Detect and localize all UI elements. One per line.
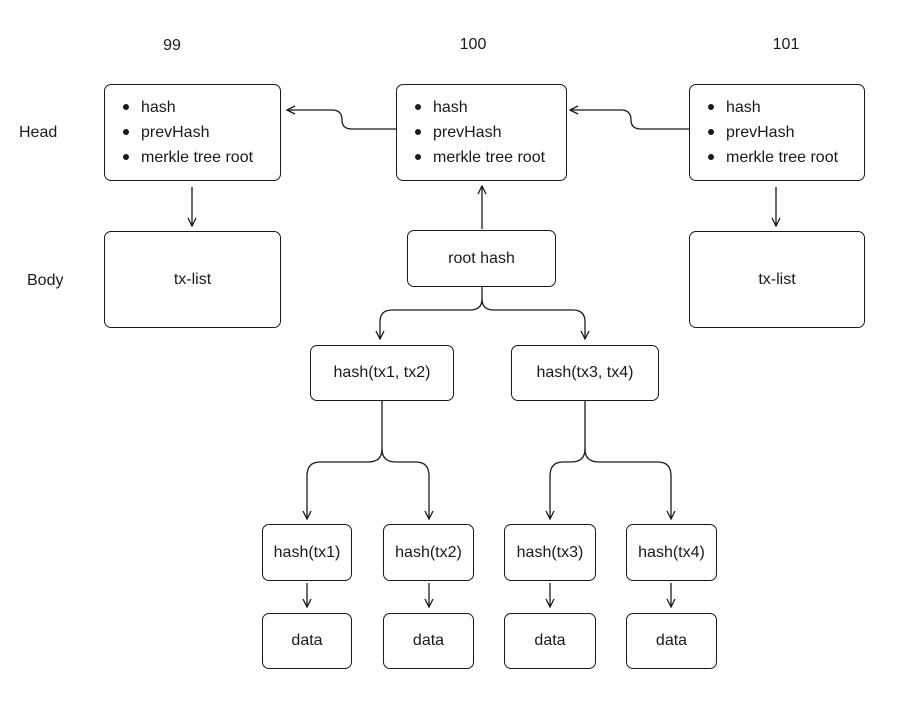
prevhash-link-100-99 bbox=[287, 110, 396, 130]
block-number-101: 101 bbox=[772, 36, 800, 53]
data-box-3: data bbox=[504, 613, 596, 669]
block-99-field-prevhash: prevHash bbox=[119, 120, 280, 145]
block-100-field-merkle-root: merkle tree root bbox=[411, 145, 566, 170]
row-label-body: Body bbox=[27, 272, 64, 289]
data-box-1: data bbox=[262, 613, 352, 669]
block-99-body: tx-list bbox=[104, 231, 281, 328]
root-split-left bbox=[380, 287, 483, 339]
block-number-100: 100 bbox=[459, 36, 487, 53]
block-number-99: 99 bbox=[163, 37, 181, 54]
merkle-leaf-hash-tx2: hash(tx2) bbox=[383, 524, 474, 581]
l1-right-split-right bbox=[584, 448, 671, 519]
block-101-field-merkle-root: merkle tree root bbox=[704, 145, 864, 170]
block-101-field-prevhash: prevHash bbox=[704, 120, 864, 145]
l1-left-split-right bbox=[381, 448, 429, 519]
prevhash-link-101-100 bbox=[570, 110, 689, 130]
block-99-head: hash prevHash merkle tree root bbox=[104, 84, 281, 181]
l1-right-split-left bbox=[550, 401, 586, 519]
merkle-leaf-hash-tx1: hash(tx1) bbox=[262, 524, 352, 581]
merkle-leaf-hash-tx3: hash(tx3) bbox=[504, 524, 596, 581]
root-split-right bbox=[481, 298, 585, 339]
data-box-4: data bbox=[626, 613, 717, 669]
merkle-root-hash: root hash bbox=[407, 230, 556, 287]
block-100-field-prevhash: prevHash bbox=[411, 120, 566, 145]
block-101-body: tx-list bbox=[689, 231, 865, 328]
block-99-field-hash: hash bbox=[119, 95, 280, 120]
data-box-2: data bbox=[383, 613, 474, 669]
block-101-head: hash prevHash merkle tree root bbox=[689, 84, 865, 181]
block-101-field-hash: hash bbox=[704, 95, 864, 120]
row-label-head: Head bbox=[19, 124, 58, 141]
merkle-leaf-hash-tx4: hash(tx4) bbox=[626, 524, 717, 581]
block-100-field-hash: hash bbox=[411, 95, 566, 120]
merkle-hash-tx1-tx2: hash(tx1, tx2) bbox=[310, 345, 454, 401]
block-99-field-merkle-root: merkle tree root bbox=[119, 145, 280, 170]
merkle-hash-tx3-tx4: hash(tx3, tx4) bbox=[511, 345, 659, 401]
block-100-head: hash prevHash merkle tree root bbox=[396, 84, 567, 181]
l1-left-split-left bbox=[307, 401, 383, 519]
